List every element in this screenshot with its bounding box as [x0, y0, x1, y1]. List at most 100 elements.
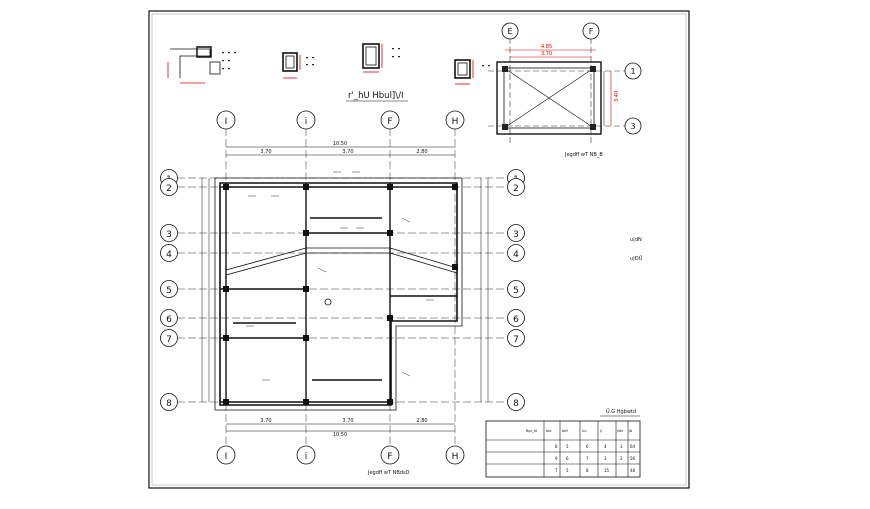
- grid-bubble-right-4: 4: [507, 244, 525, 262]
- dim-overall-top: 10.50: [333, 141, 347, 147]
- grid-bubble-right-3: 3: [507, 224, 525, 242]
- svg-text:64: 64: [630, 444, 636, 449]
- small-plan-bubble-1: 1: [624, 62, 642, 80]
- svg-text:3: 3: [513, 230, 519, 240]
- svg-text:3: 3: [630, 122, 635, 131]
- schedule-row-2: 9 6 7 3 2 56: [555, 456, 636, 461]
- svg-text:2: 2: [620, 456, 623, 461]
- svg-text:5: 5: [566, 444, 569, 449]
- svg-text:H: H: [452, 452, 459, 462]
- svg-text:i: i: [305, 117, 308, 127]
- svg-text:H: H: [452, 117, 459, 127]
- svg-text:7: 7: [513, 335, 519, 345]
- rebar-ticks: [246, 171, 434, 381]
- svg-text:4: 4: [604, 444, 607, 449]
- small-plan-dim-2: 3.70: [541, 51, 552, 57]
- grid-bubble-top-i: I: [216, 110, 236, 130]
- svg-text:6: 6: [513, 315, 519, 325]
- grid-bubble-left-6: 6: [160, 309, 178, 327]
- grid-bubble-right-6: 6: [507, 309, 525, 327]
- svg-text:5: 5: [513, 286, 519, 296]
- svg-text:F: F: [589, 27, 594, 36]
- grid-bubble-left-4: 4: [160, 244, 178, 262]
- svg-text:2: 2: [513, 184, 519, 194]
- schedule-header: Bgr_ld bbl bbf hu jl Jldk jb: [526, 429, 633, 433]
- svg-text:F: F: [387, 452, 392, 462]
- legend-title: Ü.G Hgbwtd: [606, 408, 636, 415]
- svg-text:Jldk: Jldk: [616, 429, 624, 433]
- dim-overall-bottom: 10.50: [333, 432, 347, 438]
- svg-text:56: 56: [630, 456, 636, 461]
- svg-text:4: 4: [513, 250, 519, 260]
- stair-ramps: [225, 247, 458, 276]
- dim-seg-bottom-1: 3.70: [260, 418, 271, 424]
- svg-text:3: 3: [620, 444, 623, 449]
- grid-bubble-top-i2: i: [296, 110, 316, 130]
- svg-text:I: I: [225, 452, 228, 462]
- dimension-lines: [201, 146, 489, 432]
- slab-outline: [214, 177, 463, 411]
- svg-text:7: 7: [555, 468, 558, 473]
- svg-text:F: F: [387, 117, 392, 127]
- svg-text:hu: hu: [582, 429, 586, 433]
- dim-seg-top-3: 2.80: [416, 149, 427, 155]
- svg-text:6: 6: [566, 456, 569, 461]
- svg-text:E: E: [507, 27, 512, 36]
- svg-text:15: 15: [604, 468, 610, 473]
- grid-bubble-top-f: F: [380, 110, 400, 130]
- svg-text:8: 8: [555, 444, 558, 449]
- grid-bubble-right-7: 7: [507, 329, 525, 347]
- grid-bubble-right-8: 8: [507, 393, 525, 411]
- svg-text:2: 2: [166, 184, 172, 194]
- svg-text:7: 7: [166, 335, 172, 345]
- dim-seg-bottom-3: 2.80: [416, 418, 427, 424]
- small-plan-dim-side: 3.40: [614, 91, 620, 102]
- sheet-border: [148, 10, 690, 489]
- small-plan-bubble-3: 3: [624, 117, 642, 135]
- svg-text:1: 1: [630, 67, 635, 76]
- dim-seg-top-2: 3.70: [342, 149, 353, 155]
- side-note-1: u|dN: [630, 237, 642, 243]
- grid-bubble-right-5: 5: [507, 280, 525, 298]
- grid-bubble-bottom-i: I: [216, 445, 236, 465]
- grid-bubble-top-h: H: [445, 110, 465, 130]
- details-caption: r'_hU Hbul]\/I: [348, 91, 403, 101]
- svg-text:5: 5: [566, 468, 569, 473]
- grid-bubble-bottom-f: F: [380, 445, 400, 465]
- plan-center-mark: [324, 298, 332, 306]
- small-plan-dim-1: 4.85: [541, 44, 552, 50]
- svg-text:8: 8: [586, 468, 589, 473]
- svg-text:6: 6: [166, 315, 172, 325]
- schedule-row-1: 8 5 6 4 3 64: [555, 444, 636, 449]
- svg-text:3: 3: [604, 456, 607, 461]
- svg-text:bbf: bbf: [562, 429, 568, 433]
- svg-text:7: 7: [586, 456, 589, 461]
- grid-lines-vertical: [225, 128, 456, 448]
- grid-bubble-right-2: 2: [507, 178, 525, 196]
- small-plan-bubble-f: F: [582, 22, 600, 40]
- side-note-2: u|ĐÜ: [630, 255, 643, 262]
- grid-bubble-left-2: 2: [160, 178, 178, 196]
- detail-tick-marks: [222, 48, 490, 70]
- svg-text:Bgr_ld: Bgr_ld: [526, 429, 537, 433]
- small-plan-bubble-e: E: [501, 22, 519, 40]
- schedule-row-3: 7 5 8 15 48: [555, 468, 636, 473]
- svg-text:5: 5: [166, 286, 172, 296]
- grid-bubble-bottom-h: H: [445, 445, 465, 465]
- svg-text:8: 8: [513, 399, 519, 409]
- main-plan-caption: Jegdff wT NBdsD: [367, 470, 410, 476]
- grid-bubble-bottom-i2: i: [296, 445, 316, 465]
- svg-text:3: 3: [166, 230, 172, 240]
- dim-seg-bottom-2: 3.70: [342, 418, 353, 424]
- columns: [223, 184, 458, 405]
- svg-text:i: i: [305, 452, 308, 462]
- dim-seg-top-1: 3.70: [260, 149, 271, 155]
- small-plan: [488, 38, 625, 145]
- svg-text:I: I: [225, 117, 228, 127]
- beams: [220, 183, 457, 405]
- grid-bubble-left-3: 3: [160, 224, 178, 242]
- schedule-table: [485, 415, 641, 478]
- svg-text:6: 6: [586, 444, 589, 449]
- svg-text:bbl: bbl: [546, 429, 551, 433]
